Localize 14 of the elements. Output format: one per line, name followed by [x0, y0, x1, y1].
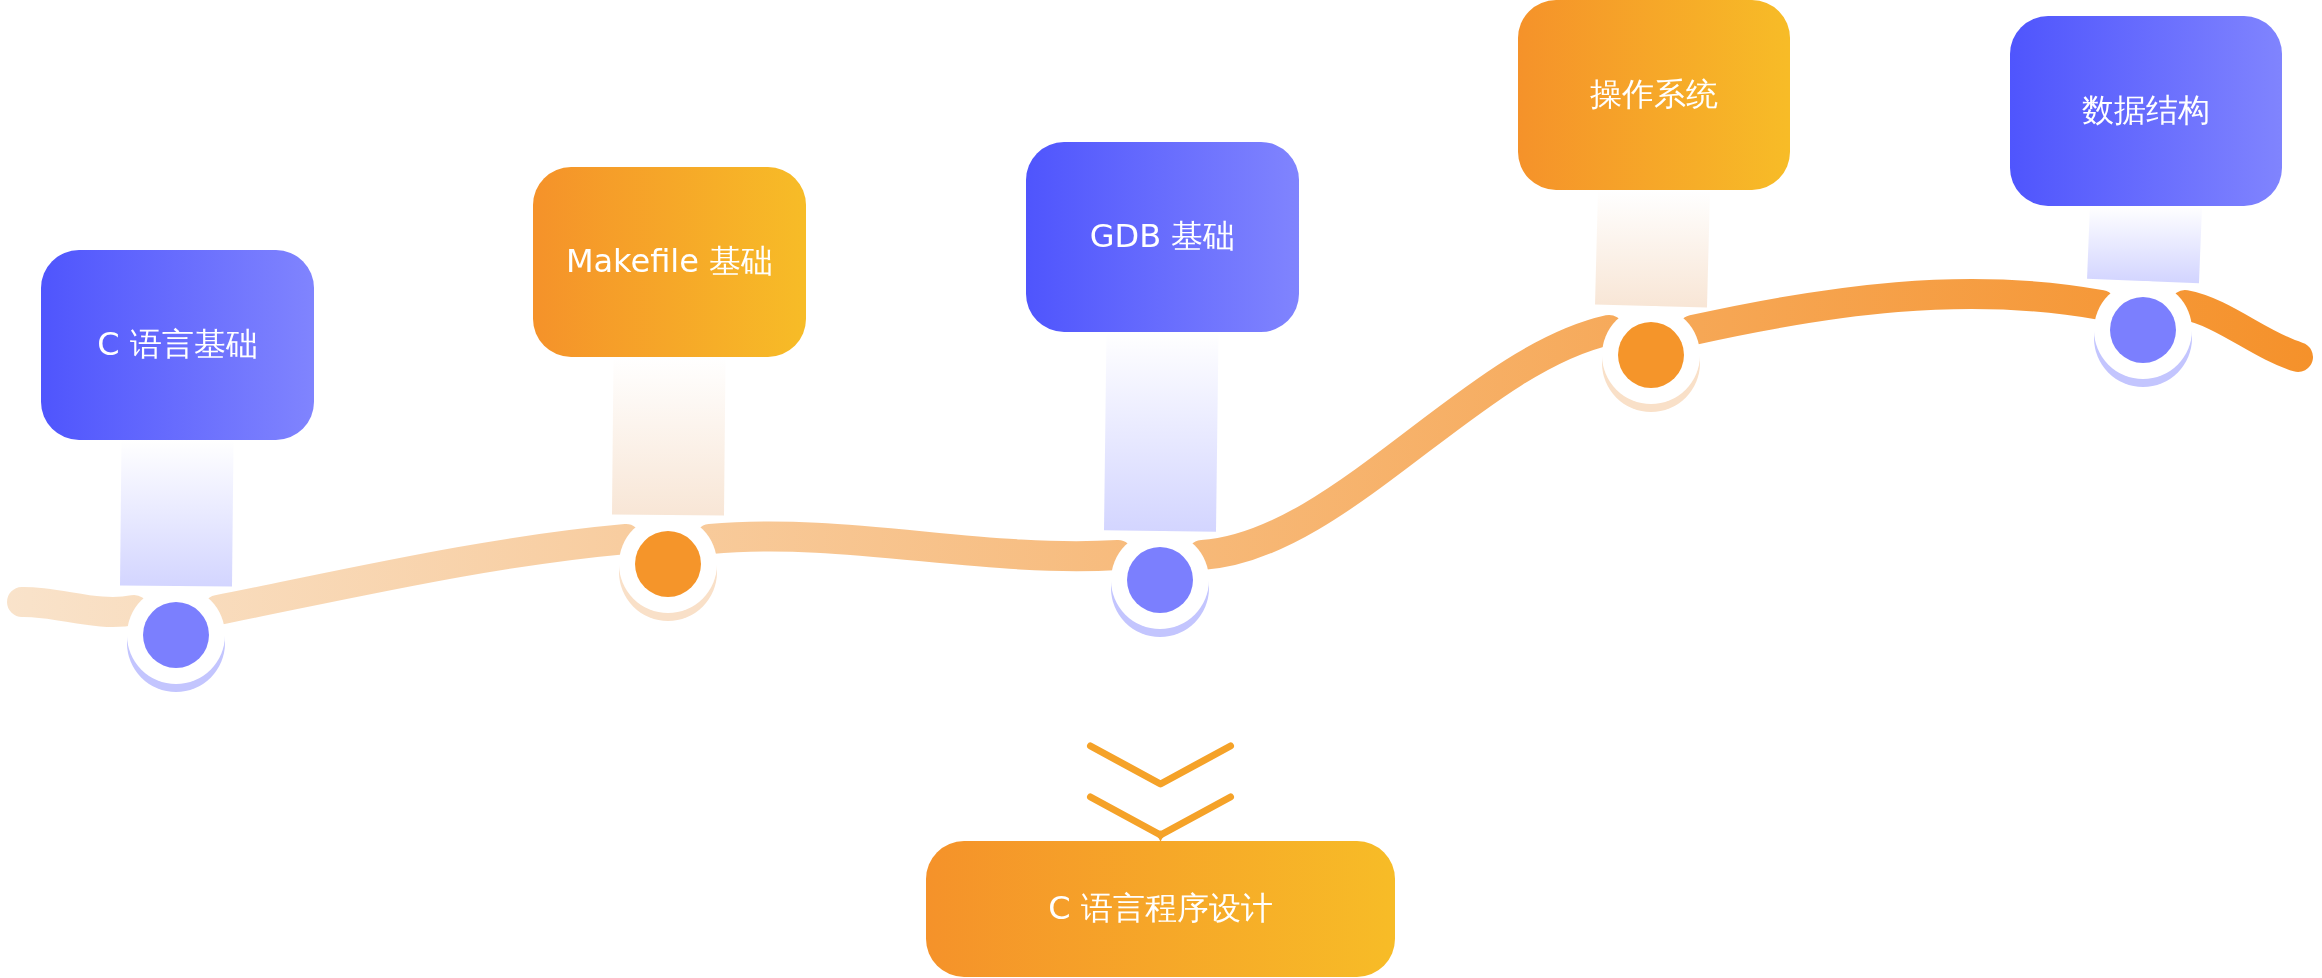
- milestone-box: [2010, 16, 2282, 206]
- milestone-label: C 语言基础: [97, 324, 258, 365]
- milestone-box: [926, 841, 1395, 977]
- milestone-label: Makefile 基础: [565, 241, 774, 282]
- milestone-dot: [2093, 280, 2193, 388]
- milestone-label: 数据结构: [2082, 90, 2210, 131]
- milestone-box: [41, 250, 314, 440]
- milestone-box: [1026, 142, 1299, 332]
- milestone-label: GDB 基础: [1089, 216, 1236, 257]
- chevron-arrow: [1087, 742, 1234, 842]
- milestone-label: 操作系统: [1590, 74, 1718, 115]
- milestone-box: [533, 167, 806, 357]
- milestone-box: [1518, 0, 1790, 190]
- milestone-label: C 语言程序设计: [1048, 888, 1273, 929]
